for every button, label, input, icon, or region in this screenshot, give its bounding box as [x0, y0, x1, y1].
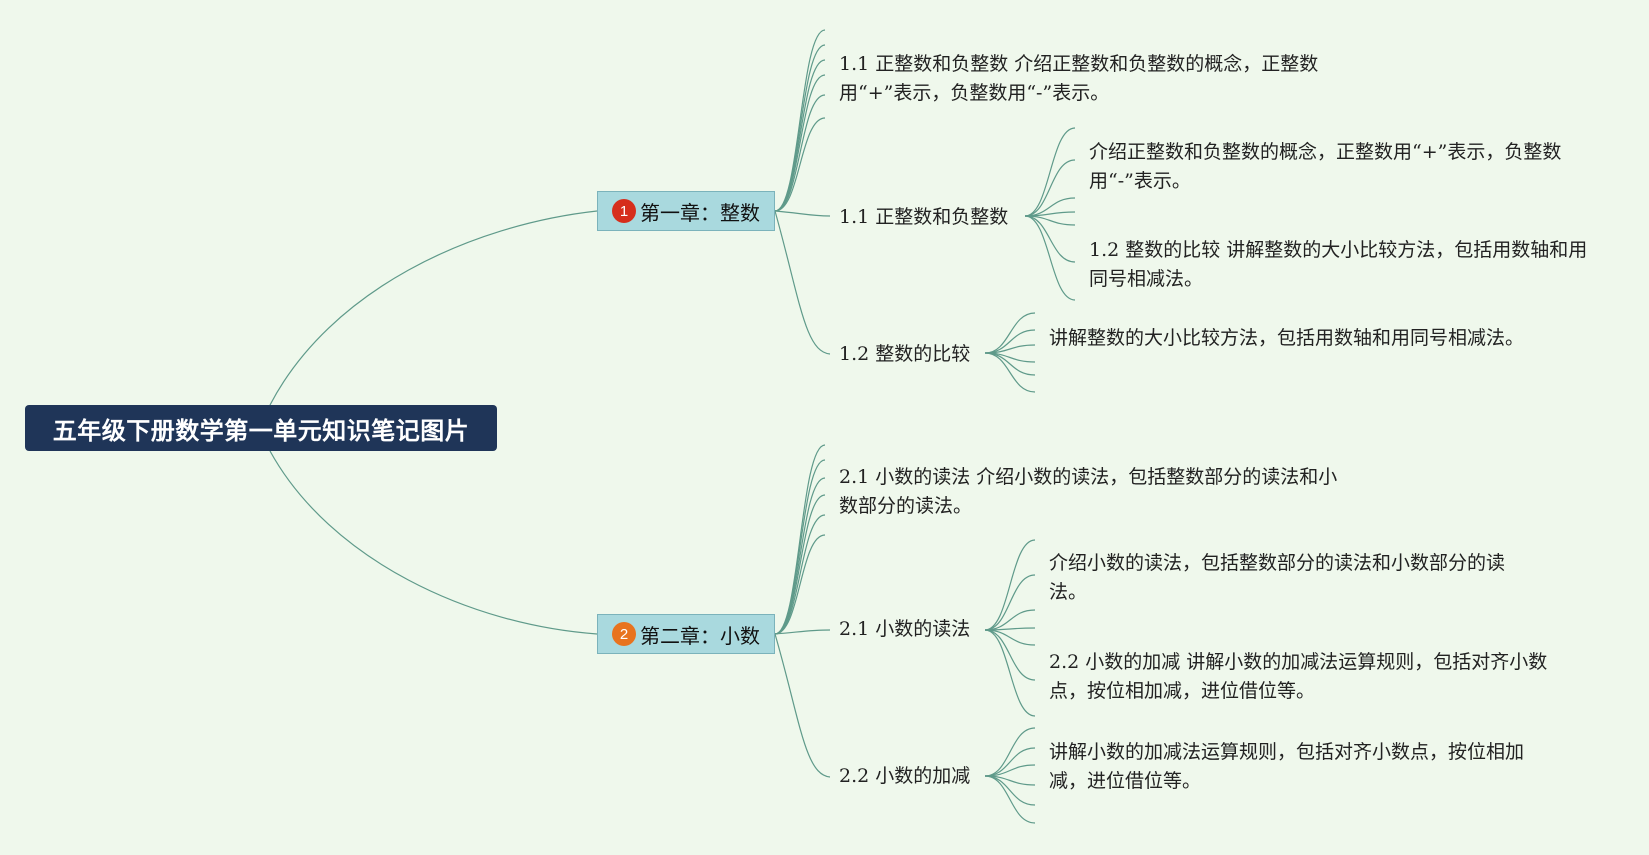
section-2-2-label: 2.2 小数的加减 [839, 765, 971, 787]
link-ch1-intro-3 [774, 74, 826, 212]
section-1-1-desc: 介绍正整数和负整数的概念，正整数用“+”表示，负整数用“-”表示。 [1089, 141, 1562, 192]
link-sec11-6 [1024, 215, 1076, 301]
link-ch1-intro-2 [774, 59, 826, 212]
section-2-1-next-topic: 2.2 小数的加减 讲解小数的加减法运算规则，包括对齐小数点，按位相加减，进位借… [1049, 651, 1548, 702]
chapter-2-intro-topic: 2.1 小数的读法 介绍小数的读法，包括整数部分的读法和小数部分的读法。 [839, 466, 1338, 517]
link-ch2-intro-2 [774, 477, 826, 635]
section-1-1-next-topic: 1.2 整数的比较 讲解整数的大小比较方法，包括用数轴和用同号相减法。 [1089, 239, 1588, 290]
chapter-1-node[interactable]: 1 第一章：整数 [597, 191, 775, 231]
section-2-1-label: 2.1 小数的读法 [839, 618, 971, 640]
link-sec11-1 [1024, 159, 1076, 217]
root-node-title: 五年级下册数学第一单元知识笔记图片 [25, 405, 497, 451]
link-sec21-1 [984, 574, 1036, 631]
number-badge-1-icon: 1 [612, 199, 636, 223]
link-ch2-intro-4 [774, 514, 826, 635]
chapter-1-intro-topic: 1.1 正整数和负整数 介绍正整数和负整数的概念，正整数用“+”表示，负整数用“… [839, 53, 1319, 104]
link-sec11-0 [1024, 127, 1076, 217]
section-1-2-label: 1.2 整数的比较 [839, 343, 971, 365]
link-ch2-sec1 [774, 629, 831, 635]
link-root-chapter-1 [269, 210, 598, 406]
link-sec21-0 [984, 539, 1036, 631]
chapter-2-label: 第二章：小数 [640, 623, 760, 648]
link-ch2-intro-3 [774, 494, 826, 635]
chapter-2-node[interactable]: 2 第二章：小数 [597, 614, 775, 654]
link-sec21-4 [984, 629, 1036, 646]
link-ch1-intro-4 [774, 94, 826, 212]
link-sec12-5 [984, 352, 1036, 393]
link-sec21-6 [984, 629, 1036, 717]
link-sec21-5 [984, 629, 1036, 681]
chapter-1-label: 第一章：整数 [640, 200, 760, 225]
link-ch1-sec2 [774, 210, 831, 355]
link-ch1-sec1 [774, 210, 831, 217]
link-sec22-5 [984, 775, 1036, 824]
section-1-1-label: 1.1 正整数和负整数 [839, 206, 1009, 228]
link-ch1-intro-5 [774, 117, 826, 212]
link-ch1-intro-1 [774, 44, 826, 212]
number-badge-2-icon: 2 [612, 622, 636, 646]
link-sec11-5 [1024, 215, 1076, 263]
link-ch2-intro-1 [774, 459, 826, 635]
link-ch2-intro-0 [774, 444, 826, 635]
section-1-2-desc: 讲解整数的大小比较方法，包括用数轴和用同号相减法。 [1049, 327, 1525, 349]
link-ch2-intro-5 [774, 534, 826, 635]
link-root-chapter-2 [269, 450, 598, 635]
section-2-2-desc: 讲解小数的加减法运算规则，包括对齐小数点，按位相加减，进位借位等。 [1049, 741, 1525, 792]
section-2-1-desc: 介绍小数的读法，包括整数部分的读法和小数部分的读法。 [1049, 552, 1506, 603]
link-ch2-sec2 [774, 633, 831, 778]
